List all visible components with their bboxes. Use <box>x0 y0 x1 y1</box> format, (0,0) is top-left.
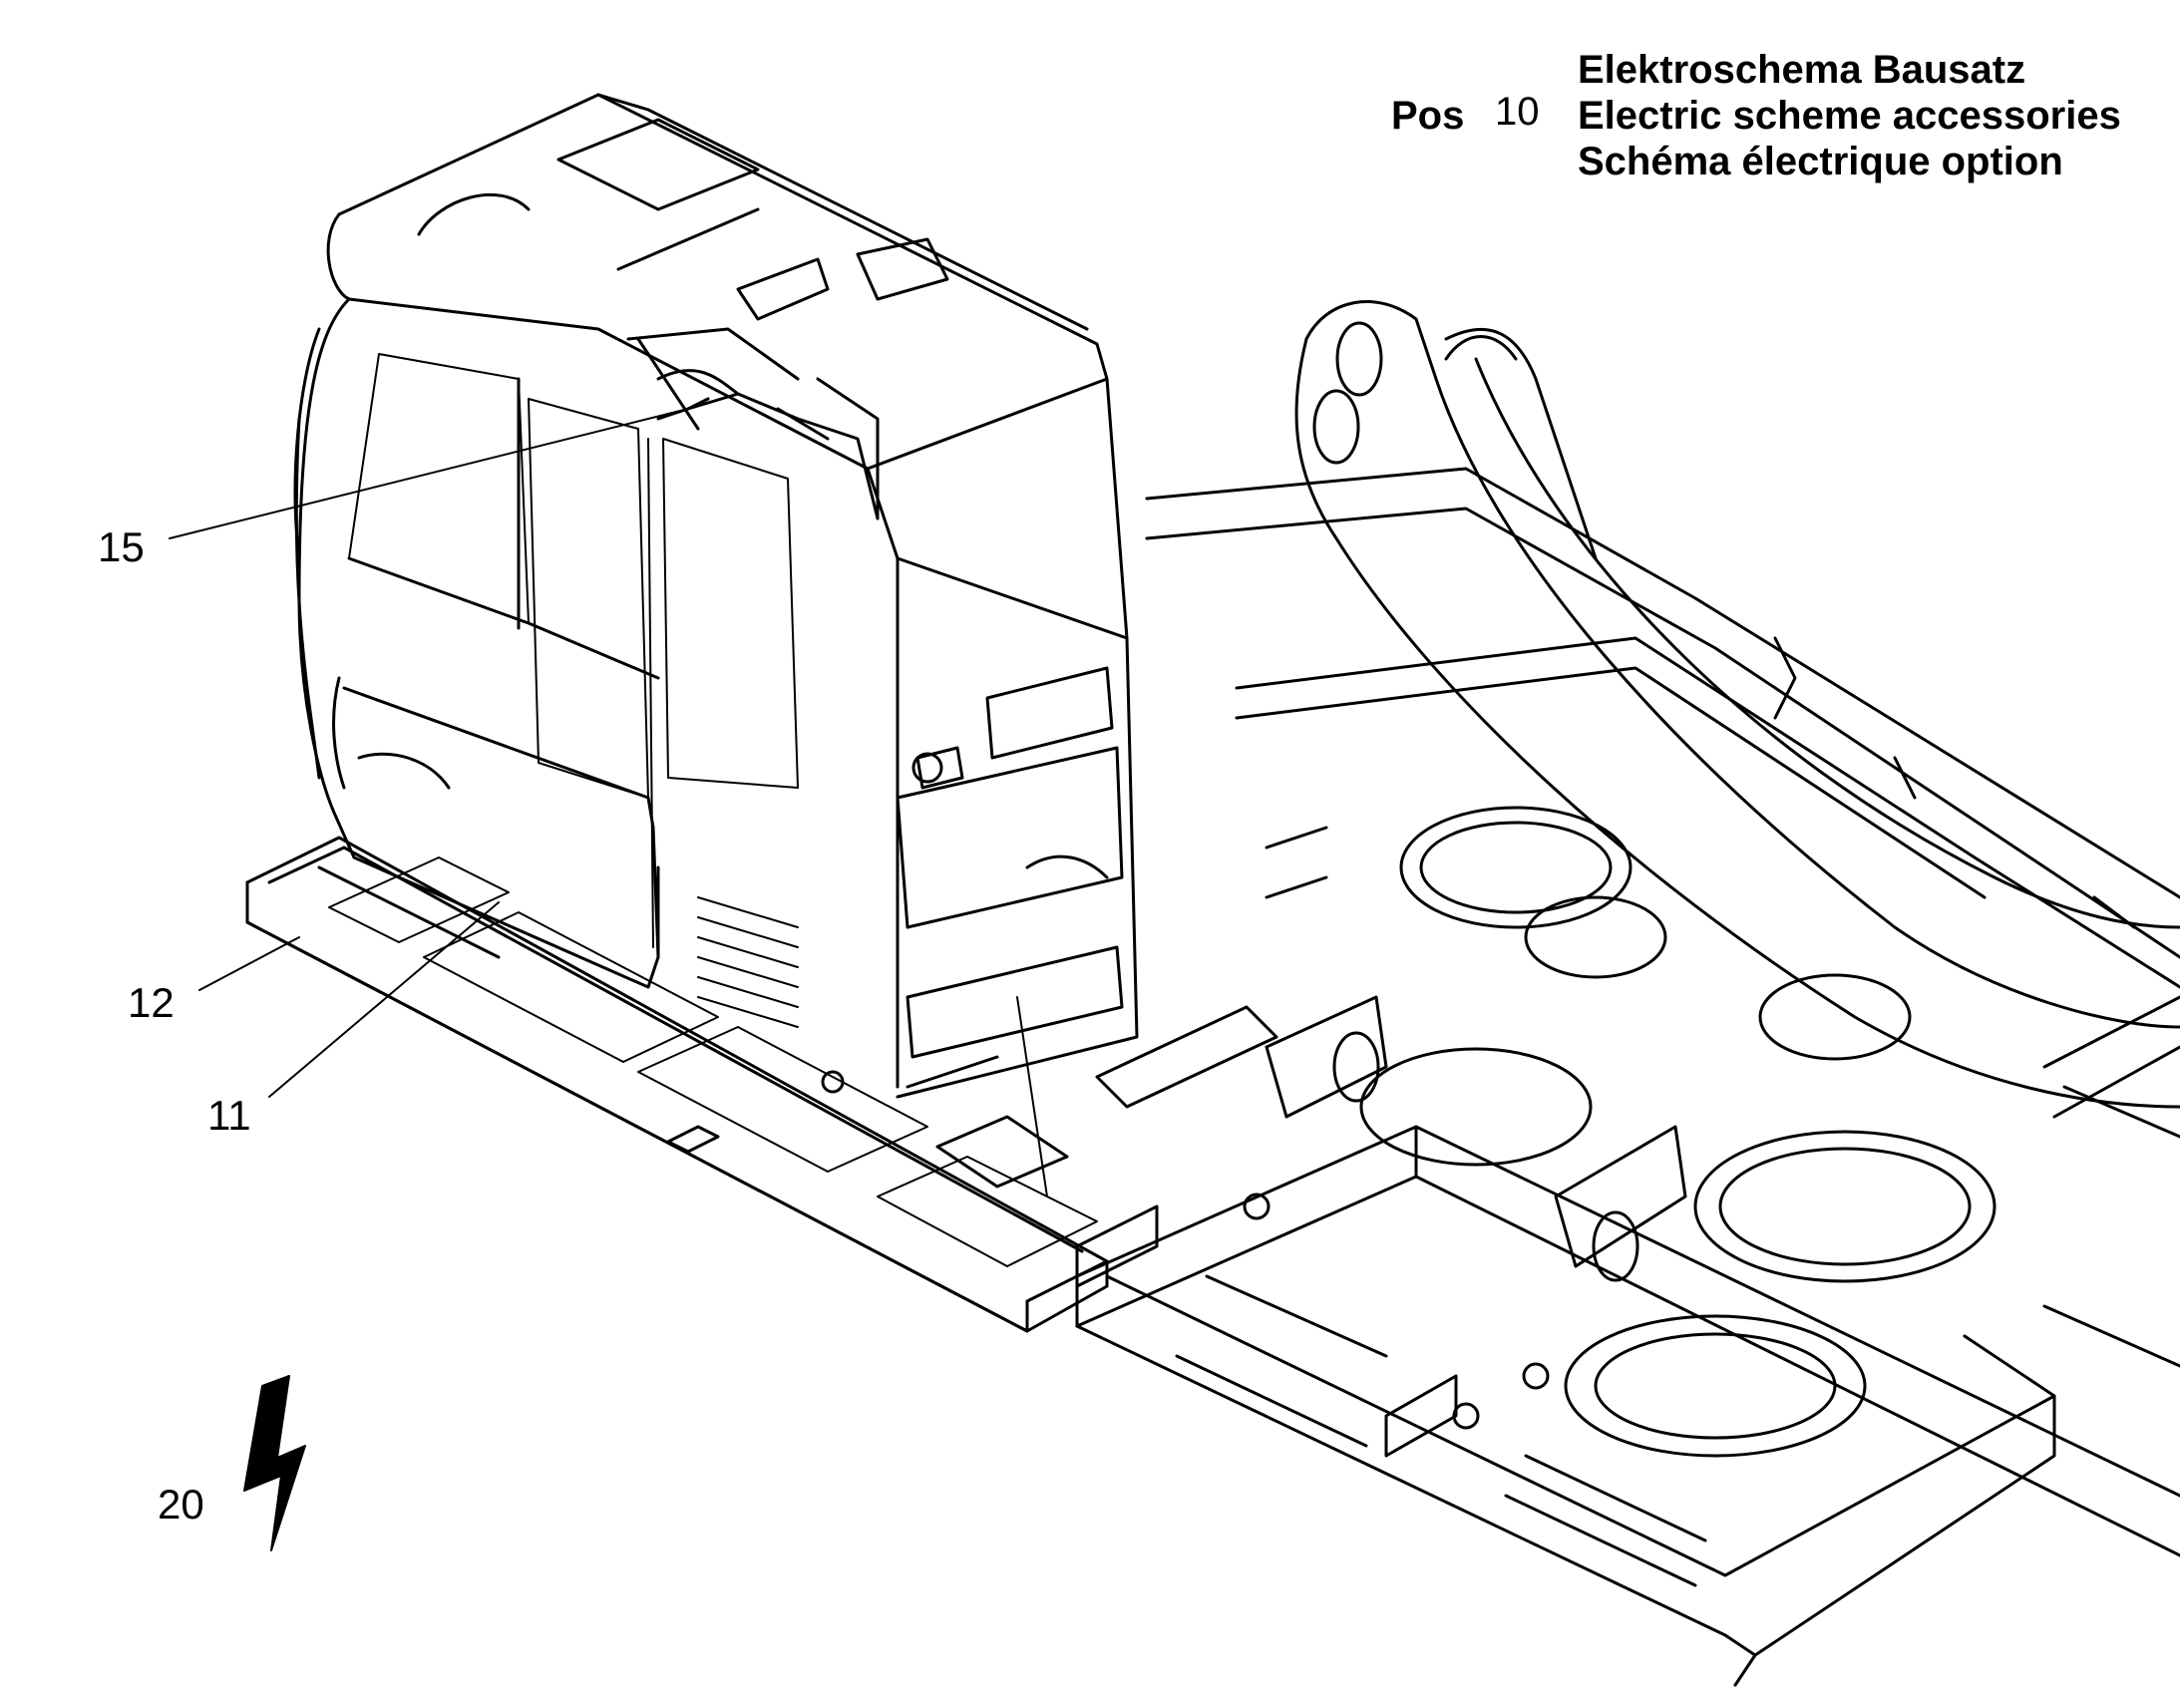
title-block: Pos 10 Elektroschema Bausatz Electric sc… <box>1391 40 2169 189</box>
callout-12: 12 <box>128 979 175 1026</box>
leader-12 <box>198 936 300 991</box>
callout-20: 20 <box>158 1481 204 1528</box>
leader-lines <box>169 408 689 1098</box>
walkway-step <box>245 836 1109 1333</box>
undercarriage-frame <box>1075 300 2180 1687</box>
lightning-bolt-icon <box>243 1375 306 1551</box>
title-line-french: Schéma électrique option <box>1578 140 2063 183</box>
title-line-english: Electric scheme accessories <box>1578 94 2121 138</box>
title-line-german: Elektroschema Bausatz <box>1578 48 2026 92</box>
callout-15: 15 <box>98 523 145 570</box>
operator-cab <box>293 93 1139 1099</box>
callout-11: 11 <box>207 1092 251 1139</box>
pos-label: Pos <box>1391 94 1465 138</box>
leader-11 <box>268 901 500 1098</box>
pos-number: 10 <box>1495 90 1540 134</box>
leader-15 <box>169 408 689 539</box>
